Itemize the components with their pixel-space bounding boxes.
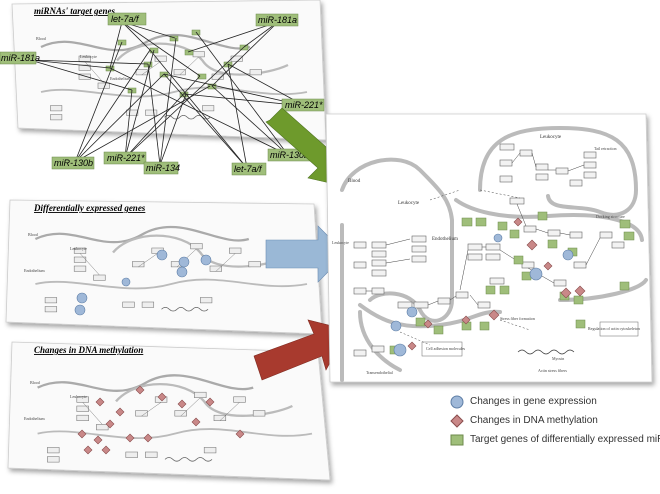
svg-text:miR-181a: miR-181a	[258, 15, 297, 25]
mirna-label-mir130b-left: miR-130b	[51, 156, 95, 170]
svg-text:Leukocyte: Leukocyte	[70, 246, 87, 251]
legend-item-dna-methylation: Changes in DNA methylation	[450, 411, 660, 430]
legend-item-gene-expression: Changes in gene expression	[450, 392, 660, 411]
svg-text:Endothelium: Endothelium	[24, 268, 46, 273]
svg-text:Leukocyte: Leukocyte	[70, 394, 87, 399]
label-myosin: Myosin	[552, 356, 564, 361]
legend-item-mirna-targets: Target genes of differentially expressed…	[450, 430, 660, 449]
panel-mirna-targets: miRNAs' target genes Blood Leukocyte End…	[0, 0, 327, 176]
label-transendothelial: Transendothelial	[366, 370, 394, 375]
panel-diff-expressed: Differentially expressed genes Blood Leu…	[5, 199, 323, 335]
svg-text:miR-134: miR-134	[146, 163, 180, 173]
svg-text:miR-221*: miR-221*	[107, 153, 145, 163]
mirna-label-mir181a-right: miR-181a	[255, 13, 299, 27]
panel-title-diff-expressed: Differentially expressed genes	[33, 203, 146, 213]
label-leukocyte-top: Leukocyte	[540, 135, 562, 140]
label-regulation: Regulation of actin cytoskeleton	[588, 326, 640, 331]
svg-text:miR-221*: miR-221*	[285, 100, 323, 110]
methylation-change-markers	[77, 385, 245, 455]
panel-title-dna-methylation: Changes in DNA methylation	[34, 345, 143, 355]
svg-text:Blood: Blood	[28, 232, 38, 237]
label-blood: Blood	[348, 179, 361, 184]
diamond-marker-icon	[450, 413, 464, 428]
label-docking: Docking structure	[596, 214, 625, 219]
main-expression-markers	[390, 233, 574, 357]
mirna-link-lines	[29, 21, 306, 169]
main-methylation-markers	[407, 217, 586, 351]
circle-marker-icon	[450, 395, 464, 408]
svg-text:miR-181a: miR-181a	[1, 53, 40, 63]
panel-dna-methylation: Changes in DNA methylation Blood Leukocy…	[7, 341, 331, 481]
label-stress-fiber: Stress fiber formation	[500, 316, 535, 321]
svg-text:let-7a/f: let-7a/f	[234, 164, 263, 174]
mirna-label-mir134: miR-134	[143, 161, 180, 175]
label-cell-adhesion: Cell adhesion molecules	[426, 346, 466, 351]
mirna-label-mir181a-left: miR-181a	[0, 51, 40, 65]
svg-text:Leukocyte: Leukocyte	[80, 54, 97, 59]
panel-title-mirna-targets: miRNAs' target genes	[34, 6, 116, 16]
label-leukocyte-bottom: Leukocyte	[332, 240, 349, 245]
legend-label: Target genes of differentially expressed…	[470, 434, 660, 445]
gene-boxes	[353, 143, 625, 357]
main-pathway-diagram: Blood Leukocyte Leukocyte Endothelium Le…	[325, 113, 653, 383]
label-tail-retraction: Tail retraction	[594, 146, 617, 151]
legend-label: Changes in DNA methylation	[470, 415, 598, 426]
svg-text:miR-130b: miR-130b	[270, 150, 309, 160]
label-actin-stress: Actin stress fibers	[538, 368, 567, 373]
label-endothelium: Endothelium	[432, 237, 458, 242]
label-leukocyte-left: Leukocyte	[398, 201, 420, 206]
svg-text:miR-130b: miR-130b	[54, 158, 93, 168]
svg-text:Blood: Blood	[36, 36, 46, 41]
square-marker-icon	[450, 434, 464, 445]
legend: Changes in gene expression Changes in DN…	[450, 392, 660, 449]
mirna-label-mir221-right: miR-221*	[281, 98, 325, 112]
svg-text:Blood: Blood	[30, 380, 40, 385]
mirna-label-let7a-bottom: let-7a/f	[231, 162, 267, 176]
legend-label: Changes in gene expression	[470, 396, 597, 407]
svg-text:Endothelium: Endothelium	[110, 76, 132, 81]
mirna-label-mir221-bottom: miR-221*	[103, 151, 147, 165]
svg-text:let-7a/f: let-7a/f	[111, 14, 140, 24]
svg-text:Endothelium: Endothelium	[24, 416, 46, 421]
expression-change-markers	[74, 249, 212, 316]
mirna-label-let7a-top: let-7a/f	[107, 12, 147, 26]
